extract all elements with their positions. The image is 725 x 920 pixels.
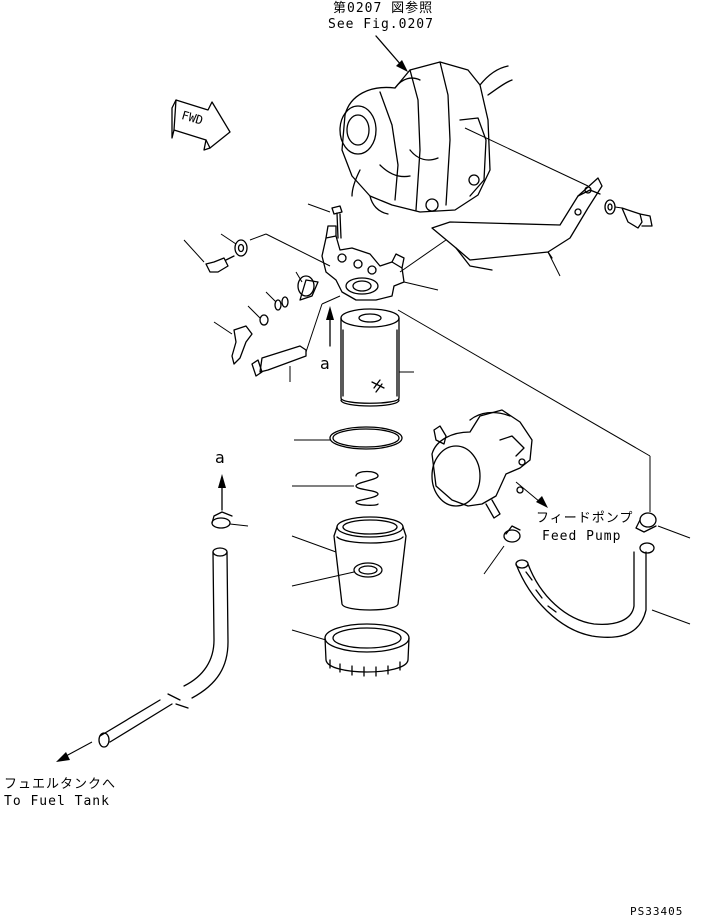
feed-pump-label-jp: フィードポンプ xyxy=(536,511,634,526)
reference-a-lower: a xyxy=(215,448,226,467)
filter-element xyxy=(340,308,651,512)
fuel-tank-label-jp: フュエルタンクへ xyxy=(4,777,117,792)
see-figure-label-en: See Fig.0207 xyxy=(328,17,434,32)
spring xyxy=(292,470,379,506)
see-figure-pointer xyxy=(375,35,408,72)
filter-bracket xyxy=(431,127,603,277)
feed-pump-label-en: Feed Pump xyxy=(542,529,622,544)
pump-to-head-hose xyxy=(483,512,691,638)
o-ring xyxy=(294,426,403,450)
fwd-text: FWD xyxy=(180,108,205,127)
fuel-tank-label-en: To Fuel Tank xyxy=(4,794,110,809)
ring-nut xyxy=(291,623,410,677)
forward-direction-arrow: FWD xyxy=(171,99,231,151)
fuel-tank-hose xyxy=(56,474,249,762)
head-fittings xyxy=(183,233,341,382)
feed-pump xyxy=(431,409,548,519)
drawing-number: PS33405 xyxy=(630,905,684,918)
head-screw xyxy=(307,203,343,239)
reference-a-upper: a xyxy=(320,354,331,373)
reference-arrow-a-upper xyxy=(326,306,334,347)
engine-block xyxy=(339,61,513,215)
sediment-bowl xyxy=(291,516,407,611)
bracket-washer-and-bolt xyxy=(604,199,653,229)
filter-head xyxy=(321,225,447,301)
see-figure-label-jp: 第0207 図参照 xyxy=(333,1,434,16)
